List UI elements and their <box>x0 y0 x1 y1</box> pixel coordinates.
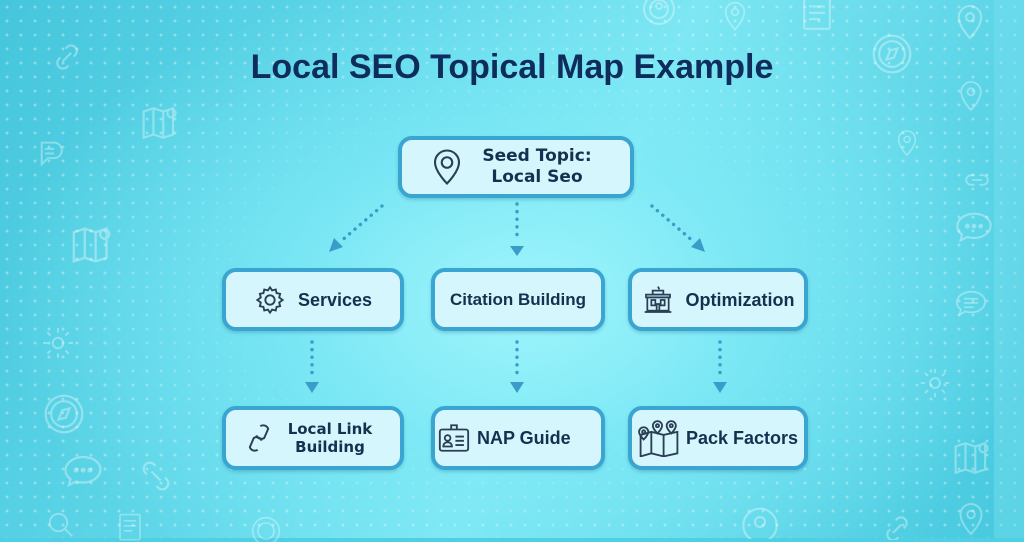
gear-icon <box>918 366 952 400</box>
map-pin-icon <box>720 0 750 32</box>
topic-node-nap-guide[interactable]: NAP Guide <box>431 406 605 470</box>
seed-topic-line1: Seed Topic: <box>482 146 592 166</box>
compass-icon <box>870 32 914 76</box>
seed-topic-label: Seed Topic: Local Seo <box>482 146 591 188</box>
arrow-optimization-to-pack-factors <box>713 340 727 393</box>
link-icon <box>248 421 270 455</box>
link-icon <box>962 168 992 192</box>
gear-icon <box>40 325 76 361</box>
building-icon <box>642 284 674 316</box>
topic-label-nap-guide: NAP Guide <box>477 428 571 448</box>
link-icon <box>50 40 84 74</box>
topic-node-pack-factors[interactable]: Pack Factors <box>628 406 808 470</box>
topic-label-services: Services <box>297 289 373 310</box>
map-pin-icon <box>954 2 986 42</box>
arrow-seed-to-citation <box>510 202 524 256</box>
chat-icon <box>62 453 104 489</box>
chat-icon <box>954 210 994 244</box>
topic-label-citation-building: Citation Building <box>450 289 586 309</box>
topic-label-pack-factors: Pack Factors <box>686 428 799 448</box>
seed-topic-line2: Local Seo <box>491 167 583 187</box>
map-icon <box>952 440 992 476</box>
chat-icon <box>38 138 64 172</box>
topic-label-local-link-building: Local Link Building <box>288 420 373 456</box>
arrow-seed-to-services <box>329 204 384 252</box>
topic-label-line1: Local Link <box>287 420 373 438</box>
arrow-citation-to-nap-guide <box>510 340 524 393</box>
document-icon <box>800 0 834 32</box>
user-circle-icon <box>640 0 678 30</box>
map-pin-icon <box>956 500 986 538</box>
chat-icon <box>954 288 988 318</box>
search-icon <box>46 510 76 540</box>
right-edge-strip <box>994 0 1024 538</box>
user-circle-icon <box>740 505 780 539</box>
map-icon <box>140 105 180 141</box>
map-pin-icon <box>957 78 985 114</box>
id-card-icon <box>437 421 471 455</box>
topic-label-optimization: Optimization <box>685 289 795 310</box>
arrow-services-to-link-building <box>305 340 319 393</box>
topic-node-optimization[interactable]: Optimization <box>628 268 808 331</box>
map-pin-icon <box>895 128 919 158</box>
topic-label-line2: Building <box>295 438 365 456</box>
page-title: Local SEO Topical Map Example <box>250 48 774 86</box>
arrow-seed-to-optimization <box>650 204 705 252</box>
topic-node-local-link-building[interactable]: Local Link Building <box>222 406 404 470</box>
gear-icon <box>254 284 286 316</box>
map-pin-icon <box>432 147 462 187</box>
compass-icon <box>42 392 86 436</box>
seed-topic-node[interactable]: Seed Topic: Local Seo <box>398 136 634 198</box>
link-icon <box>880 512 914 540</box>
map-pins-icon <box>636 419 682 457</box>
topic-node-services[interactable]: Services <box>222 268 404 331</box>
link-icon <box>138 458 174 494</box>
topic-node-citation-building[interactable]: Citation Building <box>431 268 605 331</box>
map-icon <box>70 225 114 265</box>
